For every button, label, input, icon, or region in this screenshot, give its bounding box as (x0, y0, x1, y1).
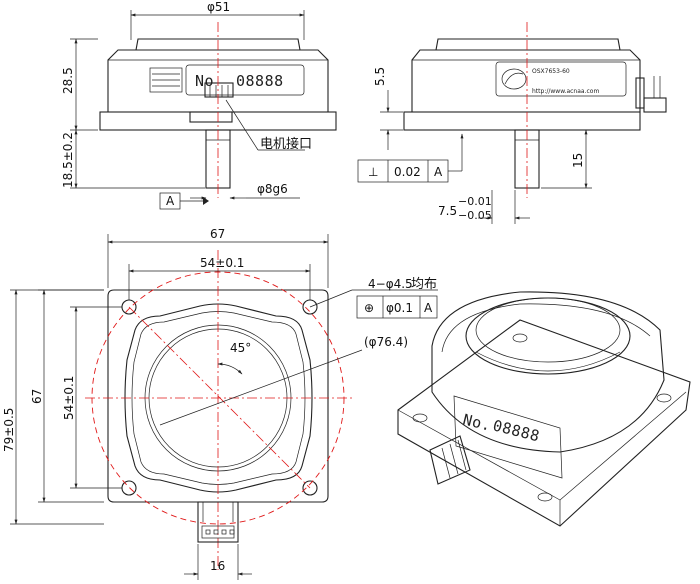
side-offset-value: 7.5 (438, 204, 457, 218)
front-nameplate (185, 64, 305, 96)
top-connector-width-label: 16 (210, 559, 225, 573)
perp-datum: A (434, 165, 443, 179)
side-offset-lower-tol: −0.05 (458, 209, 492, 222)
side-view: OSX7653-60 http://www.acnaa.com 5.5 15 7… (357, 22, 667, 224)
front-shaft-length-label: 18.5±0.2 (61, 132, 75, 188)
position-tolerance-frame: ⊕ φ0.1 A (356, 295, 438, 319)
iso-hole-top (512, 333, 528, 343)
top-circle-diameter-label: 79±0.5 (2, 408, 16, 452)
top-diameter-label: φ51 (207, 0, 230, 14)
top-height-label: 67 (30, 389, 44, 404)
iso-nameplate-prefix: No. (461, 410, 493, 434)
front-shaft-diameter-label: φ8g6 (257, 182, 288, 196)
front-view: φ51 No 08888 28.5 18.5±0.2 φ8g6 (61, 0, 337, 210)
pos-datum: A (424, 301, 433, 315)
top-hole-callout-suffix: 均布 (411, 277, 437, 292)
top-view: 67 54±0.1 79±0.5 67 54±0.1 16 45° (φ76.4… (2, 227, 438, 580)
iso-hole-bottom (537, 492, 553, 502)
top-hole-spacing-h-label: 54±0.1 (200, 256, 244, 270)
side-nameplate-model: OSX7653-60 (532, 68, 570, 75)
side-offset-upper-tol: −0.01 (458, 195, 492, 208)
perp-tolerance: 0.02 (394, 165, 421, 179)
iso-nameplate (453, 395, 563, 479)
iso-hole-left (412, 413, 428, 423)
top-hole-spacing-v-label: 54±0.1 (62, 376, 76, 420)
top-angle-label: 45° (230, 341, 251, 355)
top-width-label: 67 (210, 227, 225, 241)
pos-symbol: ⊕ (364, 301, 374, 315)
top-connector (197, 501, 239, 543)
side-nameplate-url: http://www.acnaa.com (532, 88, 599, 95)
mount-hole-bl (121, 480, 137, 496)
side-shaft-length-label: 15 (571, 153, 585, 168)
pos-tolerance: φ0.1 (386, 301, 413, 315)
front-height-label: 28.5 (61, 67, 75, 94)
mount-hole-br (302, 480, 318, 496)
connector-callout-label: 电机接口 (260, 136, 312, 152)
top-ref-diameter-label: (φ76.4) (364, 335, 408, 349)
iso-nameplate-number: 08888 (491, 416, 542, 445)
front-datum-label: A (166, 194, 175, 208)
iso-hole-right (656, 393, 672, 403)
side-nameplate (495, 61, 627, 97)
iso-connector (429, 435, 471, 485)
iso-view: No. 08888 (397, 291, 691, 527)
front-nameplate-number: 08888 (236, 72, 284, 90)
side-step-height-label: 5.5 (373, 67, 387, 86)
top-hole-callout: 4−φ4.5 (368, 277, 413, 291)
front-nameplate-prefix: No (195, 72, 214, 90)
perpendicularity-frame: ⊥ 0.02 A (357, 159, 449, 183)
perp-symbol: ⊥ (368, 165, 378, 179)
